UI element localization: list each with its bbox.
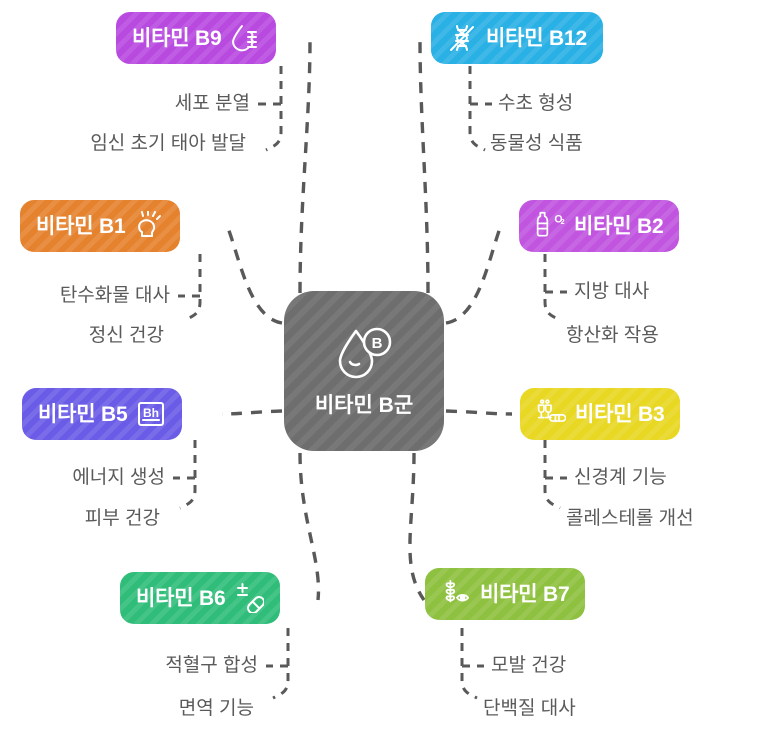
node-b1[interactable]: 비타민 B1 (20, 200, 181, 252)
sub-label-b1-1: 탄수화물 대사 (59, 285, 170, 306)
node-b12-label: 비타민 B12 (486, 26, 587, 50)
node-b7[interactable]: 비타민 B7 (425, 568, 586, 620)
dna-helix-icon (447, 23, 477, 53)
node-b3[interactable]: 비타민 B3 (520, 388, 681, 440)
bh-box-icon: Bh (136, 399, 166, 429)
wheat-eye-icon (441, 579, 471, 609)
droplet-b-icon: B (333, 326, 395, 387)
svg-text:O: O (554, 213, 562, 225)
svg-text:B: B (372, 335, 383, 352)
sub-label-b5-2: 피부 건강 (84, 508, 160, 529)
node-b9-label: 비타민 B9 (132, 26, 222, 50)
node-b3-label: 비타민 B3 (575, 402, 665, 426)
node-b2-label: 비타민 B2 (574, 214, 664, 238)
sub-label-b2-1: 지방 대사 (574, 281, 650, 302)
sub-label-b3-2: 콜레스테롤 개선 (566, 508, 694, 529)
node-b7-label: 비타민 B7 (480, 582, 570, 606)
node-b5-label: 비타민 B5 (38, 402, 128, 426)
node-b12[interactable]: 비타민 B12 (431, 12, 603, 64)
node-b6[interactable]: 비타민 B6 (120, 572, 281, 624)
sub-label-b6-1: 적혈구 합성 (165, 655, 258, 676)
sub-label-b12-2: 동물성 식품 (490, 133, 583, 154)
glass-bread-icon (536, 399, 567, 429)
sub-label-b3-1: 신경계 기능 (574, 467, 667, 488)
node-b2[interactable]: O 2 비타민 B2 (519, 200, 680, 252)
sub-label-b2-2: 항산화 작용 (566, 325, 659, 346)
center-node-label: 비타민 B군 (314, 394, 414, 417)
sub-label-b7-1: 모발 건강 (491, 655, 567, 676)
capsule-plus-icon (234, 583, 266, 614)
svg-text:2: 2 (561, 219, 565, 226)
center-node[interactable]: B 비타민 B군 (284, 291, 444, 451)
oxygen-bottle-icon: O 2 (535, 211, 565, 241)
svg-text:Bh: Bh (143, 406, 159, 420)
sub-label-b5-1: 에너지 생성 (72, 467, 165, 488)
node-b5[interactable]: 비타민 B5 Bh (22, 388, 183, 440)
sub-label-b9-1: 세포 분열 (174, 93, 250, 114)
brain-rays-icon (134, 210, 164, 241)
sub-label-b12-1: 수초 형성 (498, 93, 574, 114)
sub-label-b1-2: 정신 건강 (88, 325, 164, 346)
node-b6-label: 비타민 B6 (136, 586, 226, 610)
sub-label-b6-2: 면역 기능 (178, 698, 254, 719)
node-b1-label: 비타민 B1 (36, 214, 126, 238)
sub-label-b7-2: 단백질 대사 (483, 698, 576, 719)
node-b9[interactable]: 비타민 B9 (116, 12, 277, 64)
sub-label-b9-2: 임신 초기 태아 발달 (90, 133, 246, 154)
droplet-dna-icon (230, 23, 260, 53)
